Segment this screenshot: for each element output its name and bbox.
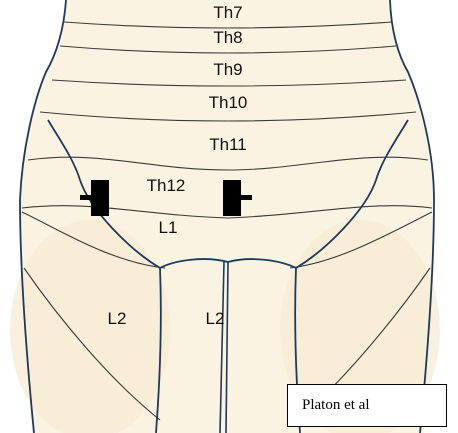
label-th8: Th8 xyxy=(213,28,242,47)
label-l1: L1 xyxy=(159,218,178,237)
label-l2-left: L2 xyxy=(108,309,127,328)
caption-box: Platon et al xyxy=(287,384,447,427)
caption-text: Platon et al xyxy=(302,397,370,414)
left-thigh-shade xyxy=(10,220,170,433)
label-th12: Th12 xyxy=(147,176,186,195)
label-th11: Th11 xyxy=(209,135,247,154)
label-l2-right: L2 xyxy=(206,309,225,328)
label-th9: Th9 xyxy=(213,60,242,79)
label-th7: Th7 xyxy=(213,3,242,22)
label-th10: Th10 xyxy=(209,93,248,112)
